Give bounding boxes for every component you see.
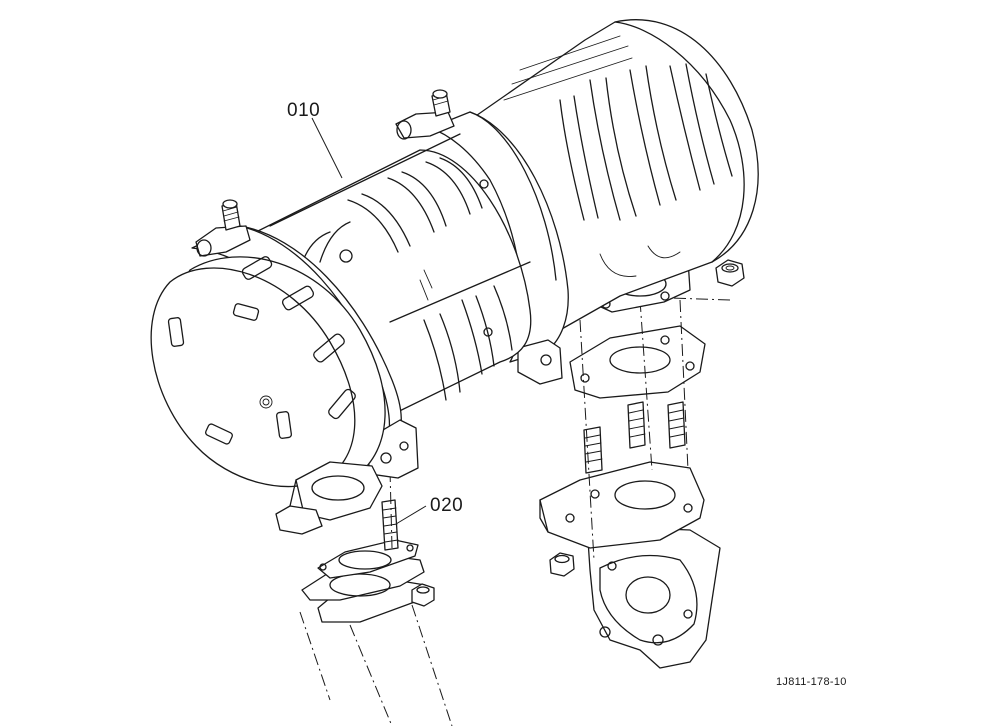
leader-line-010 xyxy=(311,117,343,179)
stud-bolt xyxy=(381,499,399,551)
reference-code: 1J811-178-10 xyxy=(776,676,847,688)
callout-010: 010 xyxy=(287,100,321,121)
assembly-lines xyxy=(389,297,731,561)
clamp-band-rear xyxy=(395,89,569,385)
manifold-gasket xyxy=(569,325,706,399)
exhaust-pipe xyxy=(299,539,453,726)
hex-nut xyxy=(411,583,435,607)
hex-nut-upper xyxy=(715,259,745,287)
callout-020: 020 xyxy=(430,495,464,516)
manifold-studs xyxy=(583,401,686,474)
exhaust-manifold xyxy=(539,461,721,669)
inlet-flange xyxy=(275,461,383,535)
front-end-cap xyxy=(150,256,386,488)
leader-line-020 xyxy=(395,505,427,525)
hex-nut-lower xyxy=(549,552,575,577)
